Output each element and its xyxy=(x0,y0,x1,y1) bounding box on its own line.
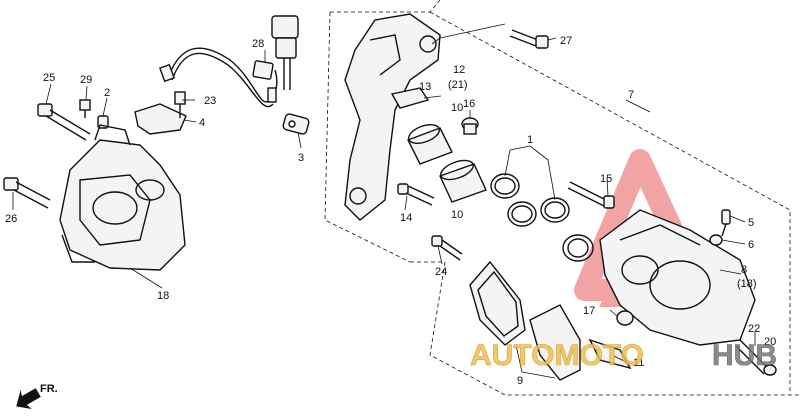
arrow-icon xyxy=(16,388,41,410)
callout-12-alt: (21) xyxy=(448,79,468,91)
leader-lines xyxy=(12,23,756,379)
caliper-18 xyxy=(59,124,186,271)
callout-22: 22 xyxy=(748,323,760,335)
callout-20: 20 xyxy=(764,336,776,348)
callout-5: 5 xyxy=(748,217,754,229)
direction-label: FR. xyxy=(40,383,58,395)
watermark-text-1: AUTOMOTO xyxy=(470,339,644,372)
pin-15 xyxy=(567,181,615,209)
callout-14: 14 xyxy=(400,212,412,224)
callout-4: 4 xyxy=(199,117,205,129)
bolt-17 xyxy=(616,310,634,326)
callout-13: 13 xyxy=(419,81,431,93)
piston-10-lower xyxy=(439,159,487,203)
watermark: AUTOMOTO HUB xyxy=(470,339,778,373)
cap-6 xyxy=(709,234,723,246)
clip-20 xyxy=(763,364,777,376)
pin-14 xyxy=(397,183,435,206)
callout-6: 6 xyxy=(748,239,754,251)
bolt-26 xyxy=(3,177,51,209)
bolt-29 xyxy=(79,99,91,118)
callout-29: 29 xyxy=(80,74,92,86)
sensor-connector xyxy=(252,15,299,90)
callout-8-alt: (18) xyxy=(737,278,757,290)
callout-25: 25 xyxy=(43,72,55,84)
callout-7: 7 xyxy=(628,89,634,101)
brake-hose xyxy=(159,47,278,108)
callout-28: 28 xyxy=(252,38,264,50)
front-direction-indicator: FR. xyxy=(16,383,58,410)
callout-8: 8 xyxy=(741,264,747,276)
callout-9: 9 xyxy=(517,375,523,387)
watermark-text-2: HUB xyxy=(712,339,777,372)
callout-24: 24 xyxy=(435,266,447,278)
seals-1 xyxy=(490,173,594,262)
callout-12: 12 xyxy=(453,64,465,76)
bracket-12 xyxy=(344,13,441,221)
clamp-3 xyxy=(282,113,310,135)
bleeder-5 xyxy=(721,209,731,237)
piston-10-upper xyxy=(407,124,453,165)
callout-2: 2 xyxy=(104,87,110,99)
callout-10-lower: 10 xyxy=(451,209,463,221)
shim-11 xyxy=(588,338,632,370)
callout-18: 18 xyxy=(157,290,169,302)
pin-22 xyxy=(735,339,771,375)
callout-11: 11 xyxy=(633,357,644,369)
bolt-27 xyxy=(509,29,549,49)
callout-15: 15 xyxy=(600,173,612,185)
bolt-16 xyxy=(461,117,479,135)
bolt-25 xyxy=(37,103,91,141)
callout-labels: 1 2 3 4 5 6 7 8 (18) 9 10 10 11 12 (21) … xyxy=(5,35,776,387)
callout-3: 3 xyxy=(298,152,304,164)
assembly-boundary xyxy=(324,0,800,396)
pad-spring-13 xyxy=(390,87,430,109)
callout-27: 27 xyxy=(560,35,572,47)
callout-16: 16 xyxy=(463,98,475,110)
bracket-4 xyxy=(134,91,187,135)
brake-pads-9 xyxy=(469,260,581,381)
callout-23: 23 xyxy=(204,95,216,107)
callout-10-upper: 10 xyxy=(451,102,463,114)
callout-1: 1 xyxy=(527,134,533,146)
callout-17: 17 xyxy=(583,305,595,317)
callout-26: 26 xyxy=(5,213,17,225)
bolt-24 xyxy=(431,235,463,261)
